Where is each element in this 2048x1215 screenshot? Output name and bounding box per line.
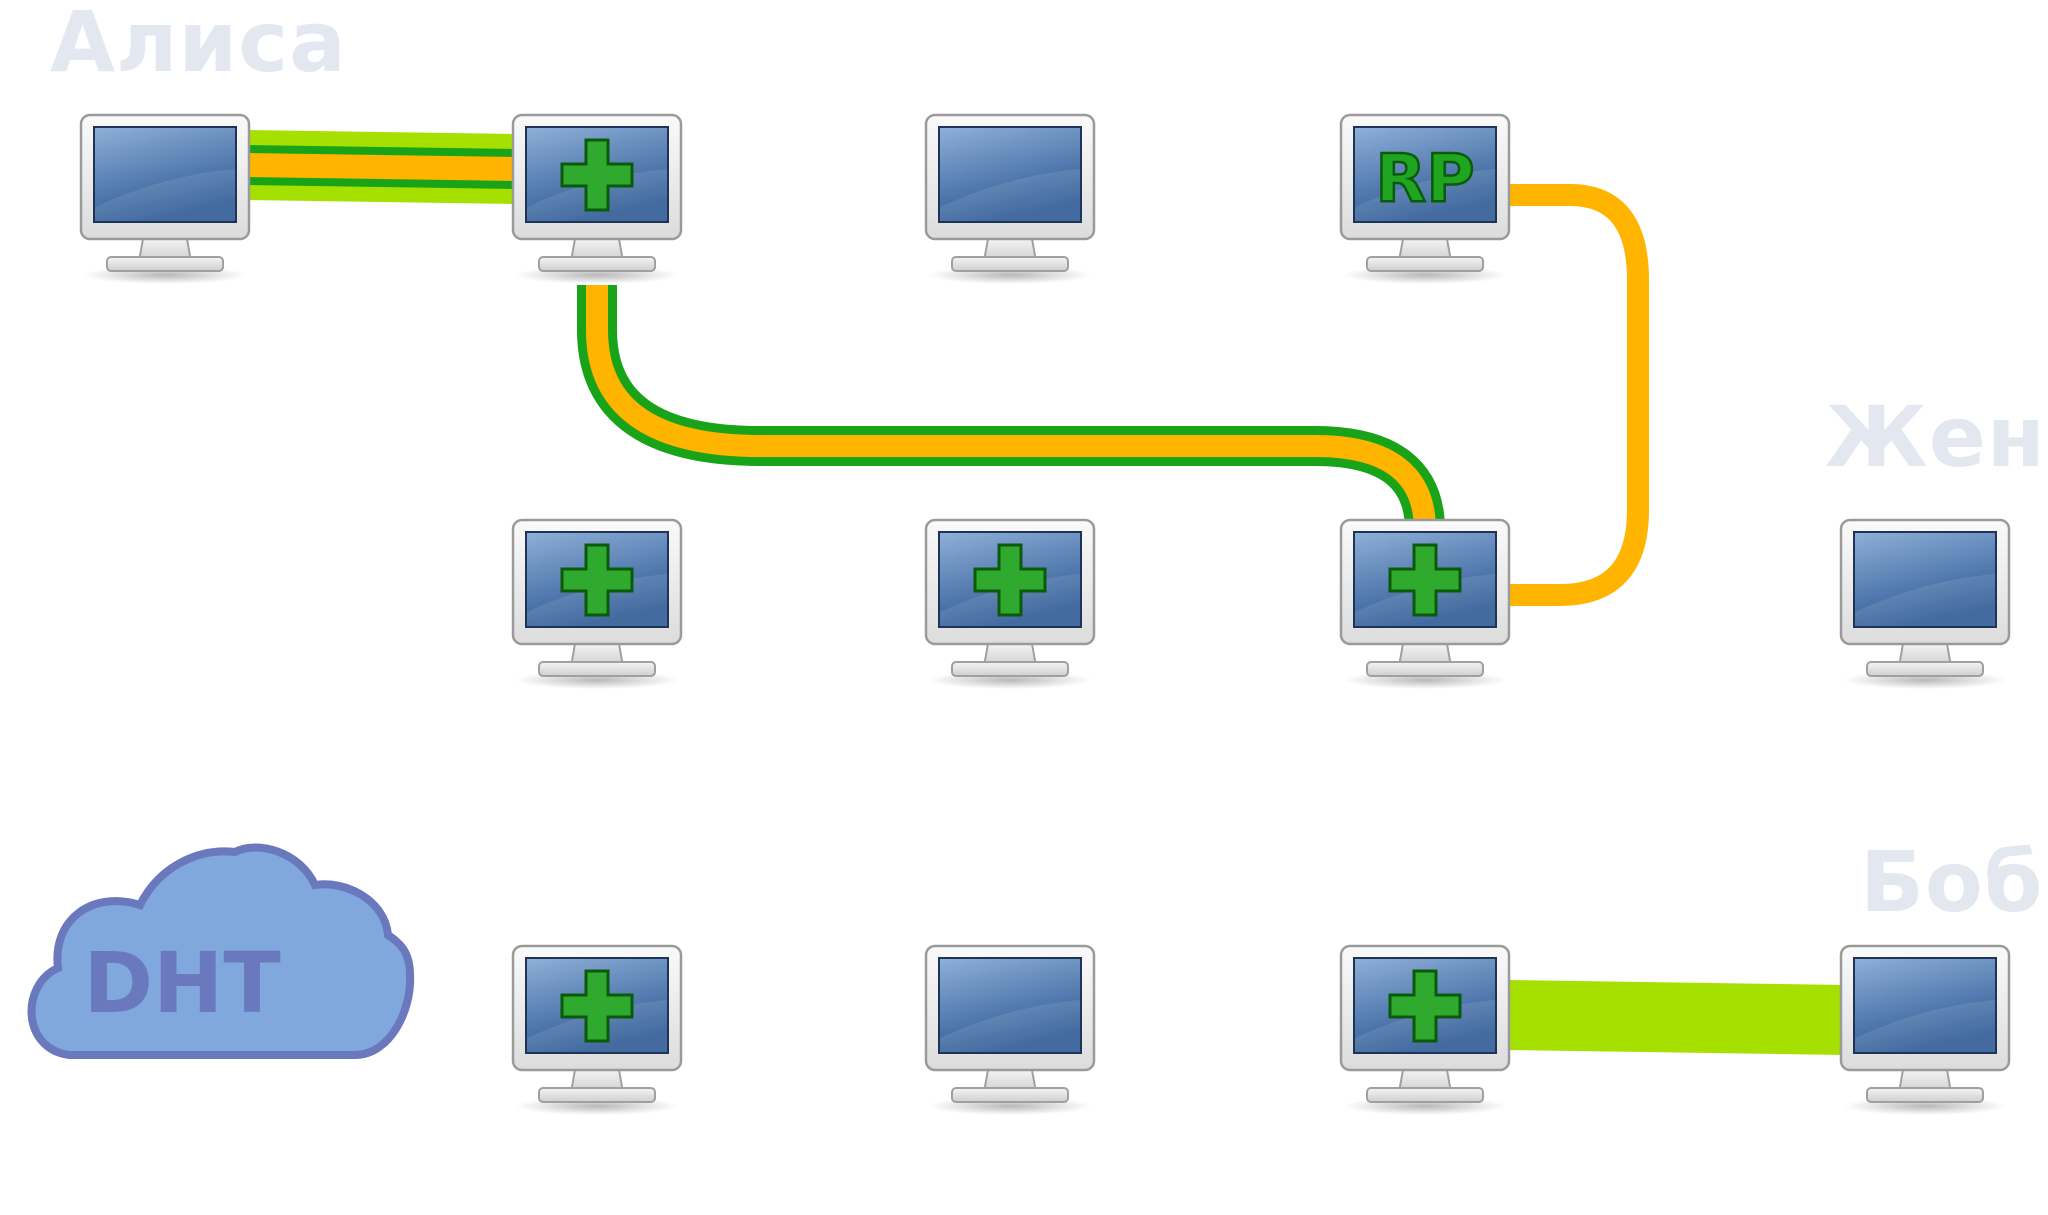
plus-icon [973, 543, 1047, 617]
links-layer [244, 130, 1846, 1055]
link-relay1-relay-r2c4 [577, 285, 1445, 550]
monitor-icon [1839, 518, 2011, 691]
monitor-icon [79, 113, 251, 286]
plus-icon [1388, 969, 1462, 1043]
zhenya-pc [1839, 518, 2011, 691]
link-alice-relay1 [244, 130, 516, 204]
monitor-icon [1839, 944, 2011, 1117]
monitor-icon [924, 113, 1096, 286]
link-rp-relay-r2c4 [1505, 184, 1649, 606]
relay-r2c4 [1339, 518, 1511, 691]
relay-r2c2 [511, 518, 683, 691]
rp-badge: RP [1375, 140, 1474, 217]
relay-1 [511, 113, 683, 286]
relay-r3c2 [511, 944, 683, 1117]
node-r3c3 [924, 944, 1096, 1117]
dht-cloud: DHT [27, 843, 415, 1059]
plus-icon [560, 138, 634, 212]
alice-pc [79, 113, 251, 286]
monitor-icon [924, 944, 1096, 1117]
alice-label: Алиса [50, 0, 347, 91]
node-r1c3 [924, 113, 1096, 286]
plus-icon [1388, 543, 1462, 617]
bob-label: Боб [1860, 833, 2044, 931]
link-relay-r3c4-bob [1504, 980, 1846, 1055]
relay-r2c3 [924, 518, 1096, 691]
plus-icon [560, 543, 634, 617]
bob-pc [1839, 944, 2011, 1117]
relay-r3c4 [1339, 944, 1511, 1117]
rendezvous-point: RP [1339, 113, 1511, 286]
zhenya-label: Женя [1825, 388, 2048, 486]
plus-icon [560, 969, 634, 1043]
dht-label: DHT [83, 934, 280, 1032]
nodes-layer: RP [79, 113, 2011, 1117]
